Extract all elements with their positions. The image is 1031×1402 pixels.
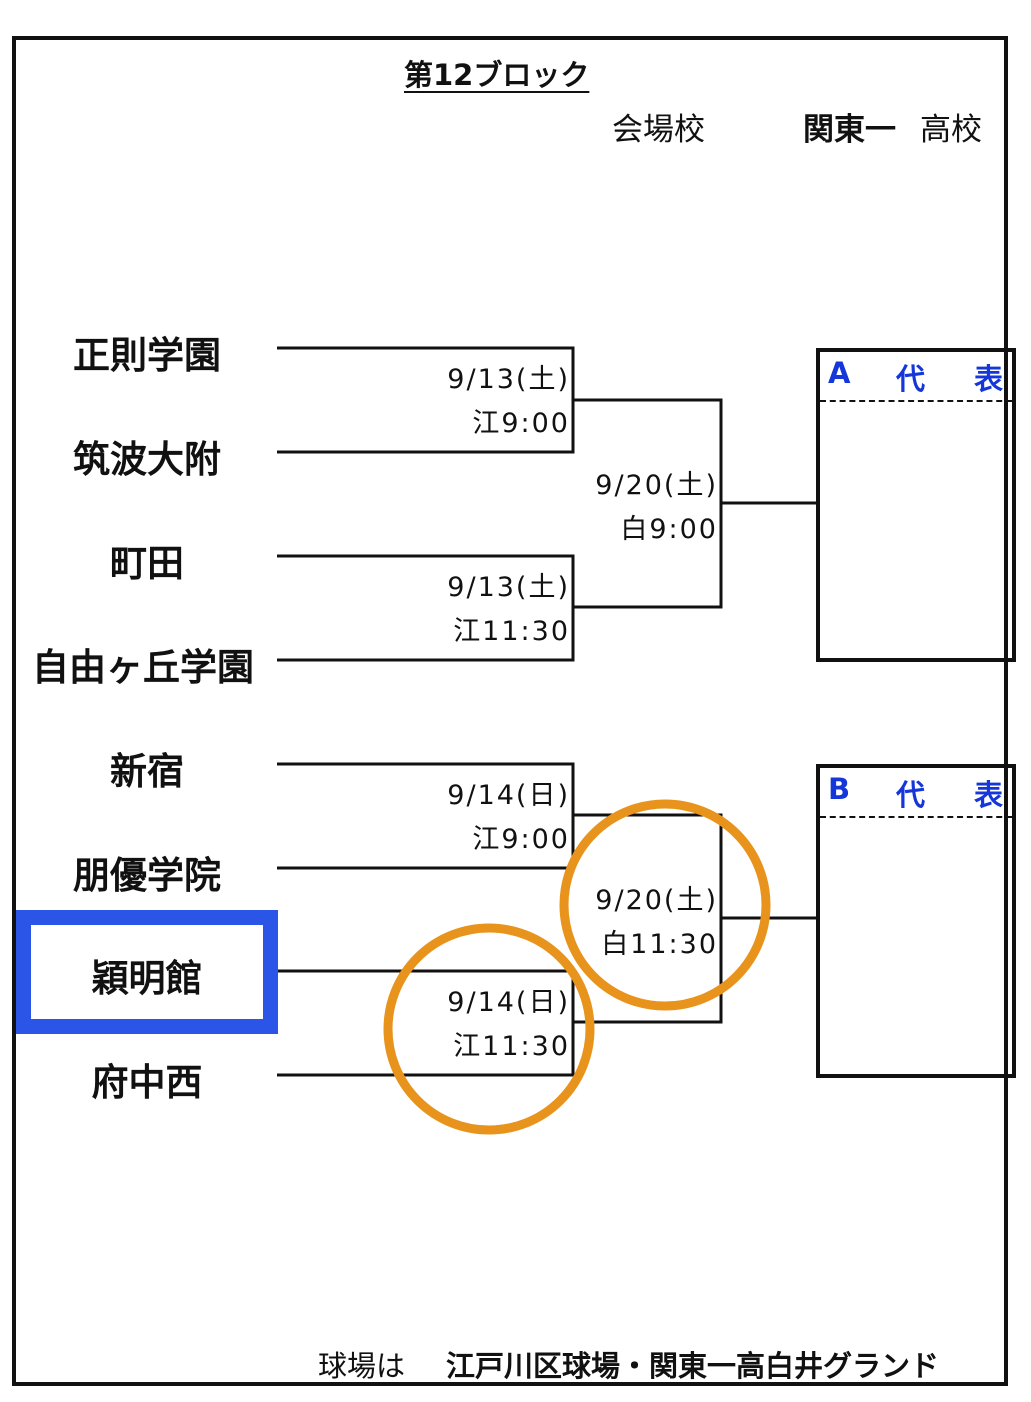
- match4-time: 江11:30: [453, 1031, 570, 1062]
- semiB-date: 9/20(土): [595, 885, 718, 916]
- match2-time: 江11:30: [453, 616, 570, 647]
- footer-value: 江戸川区球場・関東一高白井グランド: [446, 1349, 940, 1383]
- venue-suffix: 高校: [920, 112, 982, 148]
- semiA-info: 9/20(土) 白9:00: [580, 464, 718, 552]
- match3-time: 江9:00: [472, 824, 570, 855]
- semiB-time: 白11:30: [601, 929, 718, 960]
- team-5: 新宿: [110, 750, 184, 793]
- rep-a-word1: 代: [896, 362, 926, 396]
- semiB-info: 9/20(土) 白11:30: [580, 879, 718, 967]
- team-3: 町田: [110, 542, 184, 585]
- rep-box-a: A 代 表: [816, 348, 1016, 662]
- block-title: 第12ブロック: [404, 58, 590, 92]
- match1-date: 9/13(土): [447, 364, 570, 395]
- rep-a-word2: 表: [974, 362, 1004, 396]
- team-2: 筑波大附: [73, 438, 221, 481]
- rep-b-letter: B: [828, 772, 851, 806]
- team-4: 自由ヶ丘学園: [32, 646, 254, 689]
- highlight-box: [16, 910, 278, 1034]
- rep-b-word2: 表: [974, 778, 1004, 812]
- footer-label: 球場は: [318, 1349, 406, 1383]
- team-1: 正則学園: [73, 334, 221, 377]
- venue-label: 会場校: [612, 112, 705, 148]
- match2-date: 9/13(土): [447, 572, 570, 603]
- rep-b-word1: 代: [896, 778, 926, 812]
- match3-date: 9/14(日): [447, 780, 570, 811]
- team-8: 府中西: [91, 1061, 203, 1104]
- rep-a-letter: A: [828, 356, 851, 390]
- semiA-date: 9/20(土): [595, 470, 718, 501]
- bracket-frame: [12, 36, 1008, 1386]
- rep-head-b: B 代 表: [820, 768, 1012, 818]
- match2-info: 9/13(土) 江11:30: [432, 566, 570, 654]
- team-7: 穎明館: [91, 957, 203, 1000]
- team-6: 朋優学院: [73, 854, 221, 897]
- semiA-time: 白9:00: [620, 514, 718, 545]
- match4-date: 9/14(日): [447, 987, 570, 1018]
- venue-school: 関東一: [803, 112, 896, 148]
- rep-head-a: A 代 表: [820, 352, 1012, 402]
- match1-time: 江9:00: [472, 408, 570, 439]
- match1-info: 9/13(土) 江9:00: [432, 358, 570, 446]
- match3-info: 9/14(日) 江9:00: [432, 774, 570, 862]
- match4-info: 9/14(日) 江11:30: [432, 981, 570, 1069]
- rep-box-b: B 代 表: [816, 764, 1016, 1078]
